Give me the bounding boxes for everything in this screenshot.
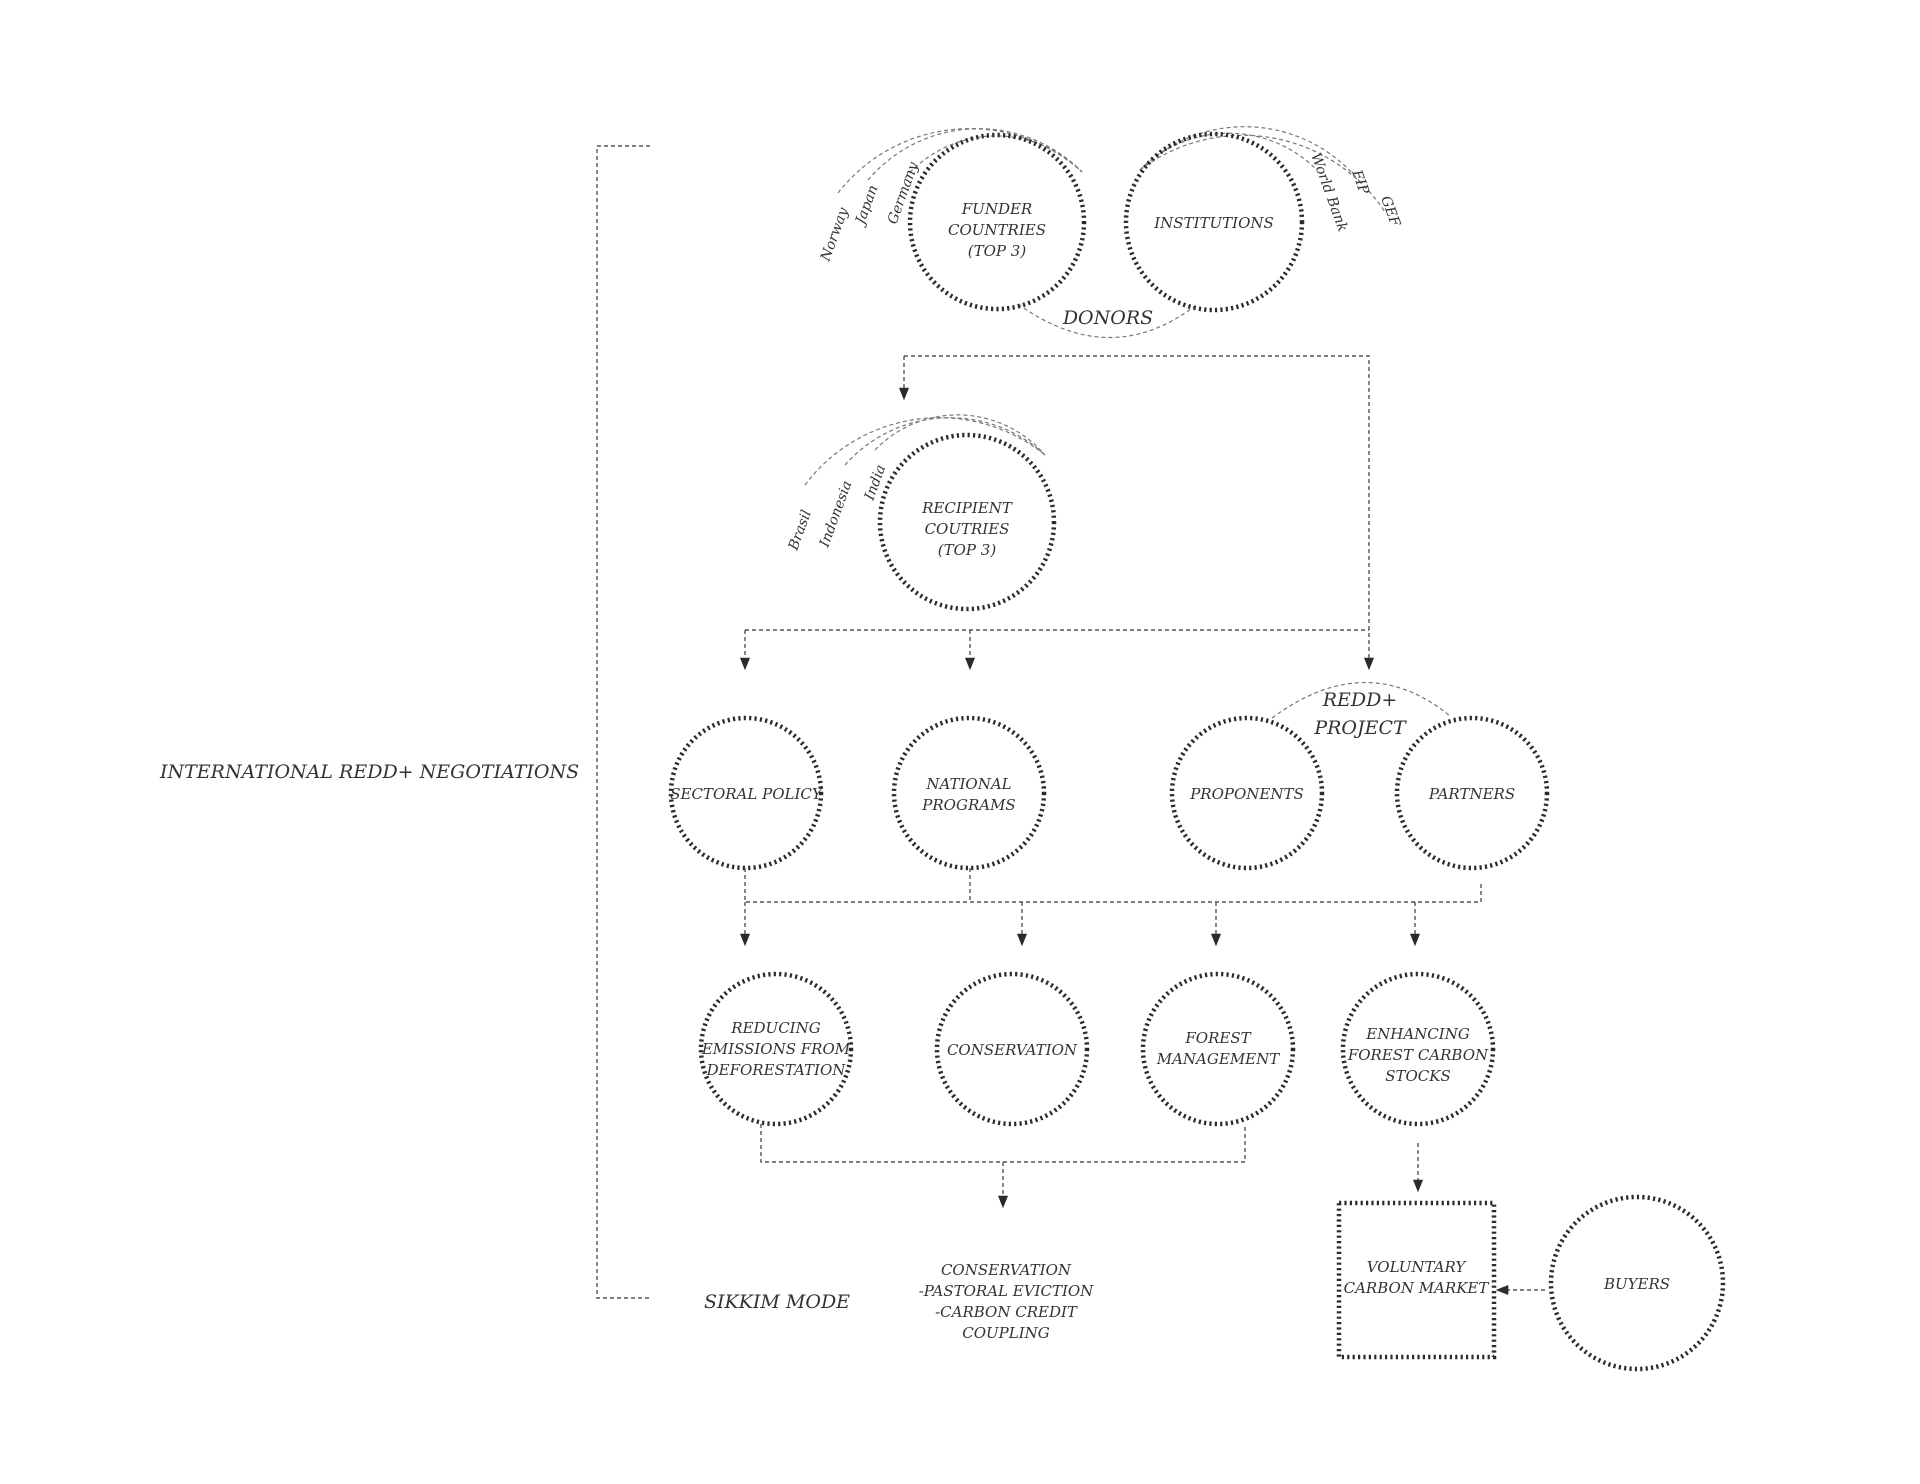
svg-text:STOCKS: STOCKS (1385, 1067, 1451, 1085)
svg-text:-CARBON CREDIT: -CARBON CREDIT (935, 1303, 1078, 1321)
partners-node: PARTNERS (1394, 715, 1550, 871)
svg-text:(TOP 3): (TOP 3) (938, 541, 997, 559)
institution-gef: GEF (1377, 194, 1403, 230)
sikkim-mode-label: SIKKIM MODE (704, 1291, 850, 1313)
svg-text:VOLUNTARY: VOLUNTARY (1367, 1258, 1468, 1276)
sectoral-policy-node: SECTORAL POLICY (668, 715, 824, 871)
svg-text:ENHANCING: ENHANCING (1365, 1025, 1470, 1043)
sikkim-outcome-text: CONSERVATION -PASTORAL EVICTION -CARBON … (919, 1261, 1094, 1342)
svg-text:CONSERVATION: CONSERVATION (941, 1261, 1072, 1279)
negotiations-bracket (596, 145, 650, 1299)
funder-country-arcs (837, 128, 1083, 194)
institutions-node: INSTITUTIONS (1123, 131, 1305, 313)
svg-text:-PASTORAL EVICTION: -PASTORAL EVICTION (919, 1282, 1094, 1300)
svg-text:PARTNERS: PARTNERS (1428, 785, 1515, 803)
svg-text:COUPLING: COUPLING (962, 1324, 1050, 1342)
redd-project-arc (1271, 681, 1451, 719)
svg-text:CARBON MARKET: CARBON MARKET (1344, 1279, 1490, 1297)
institution-arcs (1139, 126, 1386, 213)
donors-label: DONORS (1062, 307, 1153, 329)
country-norway: Norway (817, 205, 852, 265)
svg-text:COUTRIES: COUTRIES (925, 520, 1010, 538)
enhancing-carbon-node: ENHANCING FOREST CARBON STOCKS (1340, 971, 1496, 1127)
institution-world-bank: World Bank (1307, 151, 1350, 234)
svg-text:FUNDER: FUNDER (961, 200, 1032, 218)
svg-text:PROPONENTS: PROPONENTS (1189, 785, 1304, 803)
institution-fip: FIP (1348, 167, 1372, 197)
svg-text:(TOP 3): (TOP 3) (968, 242, 1027, 260)
svg-text:REDUCING: REDUCING (730, 1019, 820, 1037)
svg-text:COUNTRIES: COUNTRIES (948, 221, 1046, 239)
svg-text:MANAGEMENT: MANAGEMENT (1156, 1050, 1281, 1068)
svg-text:NATIONAL: NATIONAL (925, 775, 1011, 793)
svg-text:DEFORESTATION: DEFORESTATION (706, 1061, 847, 1079)
country-indonesia: Indonesia (816, 479, 855, 550)
svg-text:BUYERS: BUYERS (1603, 1275, 1670, 1293)
proponents-node: PROPONENTS (1169, 715, 1325, 871)
funder-countries-node: FUNDER COUNTRIES (TOP 3) (907, 132, 1087, 312)
country-japan: Japan (852, 183, 882, 229)
svg-text:PROGRAMS: PROGRAMS (921, 796, 1015, 814)
svg-text:RECIPIENT: RECIPIENT (921, 499, 1013, 517)
recipient-countries-node: RECIPIENT COUTRIES (TOP 3) (877, 432, 1057, 612)
redd-project-label-1: REDD+ (1322, 689, 1398, 711)
reducing-emissions-node: REDUCING EMISSIONS FROM DEFORESTATION (698, 971, 854, 1127)
svg-text:FOREST: FOREST (1184, 1029, 1251, 1047)
svg-text:FOREST CARBON: FOREST CARBON (1347, 1046, 1489, 1064)
national-programs-node: NATIONAL PROGRAMS (891, 715, 1047, 871)
donors-connector (904, 355, 1375, 671)
buyers-node: BUYERS (1548, 1194, 1726, 1372)
svg-text:SECTORAL POLICY: SECTORAL POLICY (670, 785, 824, 803)
recipient-country-arcs (804, 414, 1046, 486)
svg-text:INSTITUTIONS: INSTITUTIONS (1153, 214, 1274, 232)
conservation-node: CONSERVATION (934, 971, 1090, 1127)
forest-management-node: FOREST MANAGEMENT (1140, 971, 1296, 1127)
international-negotiations-label: INTERNATIONAL REDD+ NEGOTIATIONS (159, 761, 579, 783)
redd-project-label-2: PROJECT (1313, 717, 1407, 739)
row3-connector (744, 868, 1482, 903)
svg-text:EMISSIONS FROM: EMISSIONS FROM (701, 1040, 851, 1058)
country-brasil: Brasil (785, 508, 815, 553)
sikkim-connector (760, 1124, 1246, 1163)
voluntary-carbon-market-node: VOLUNTARY CARBON MARKET (1336, 1200, 1497, 1360)
svg-text:CONSERVATION: CONSERVATION (947, 1041, 1078, 1059)
